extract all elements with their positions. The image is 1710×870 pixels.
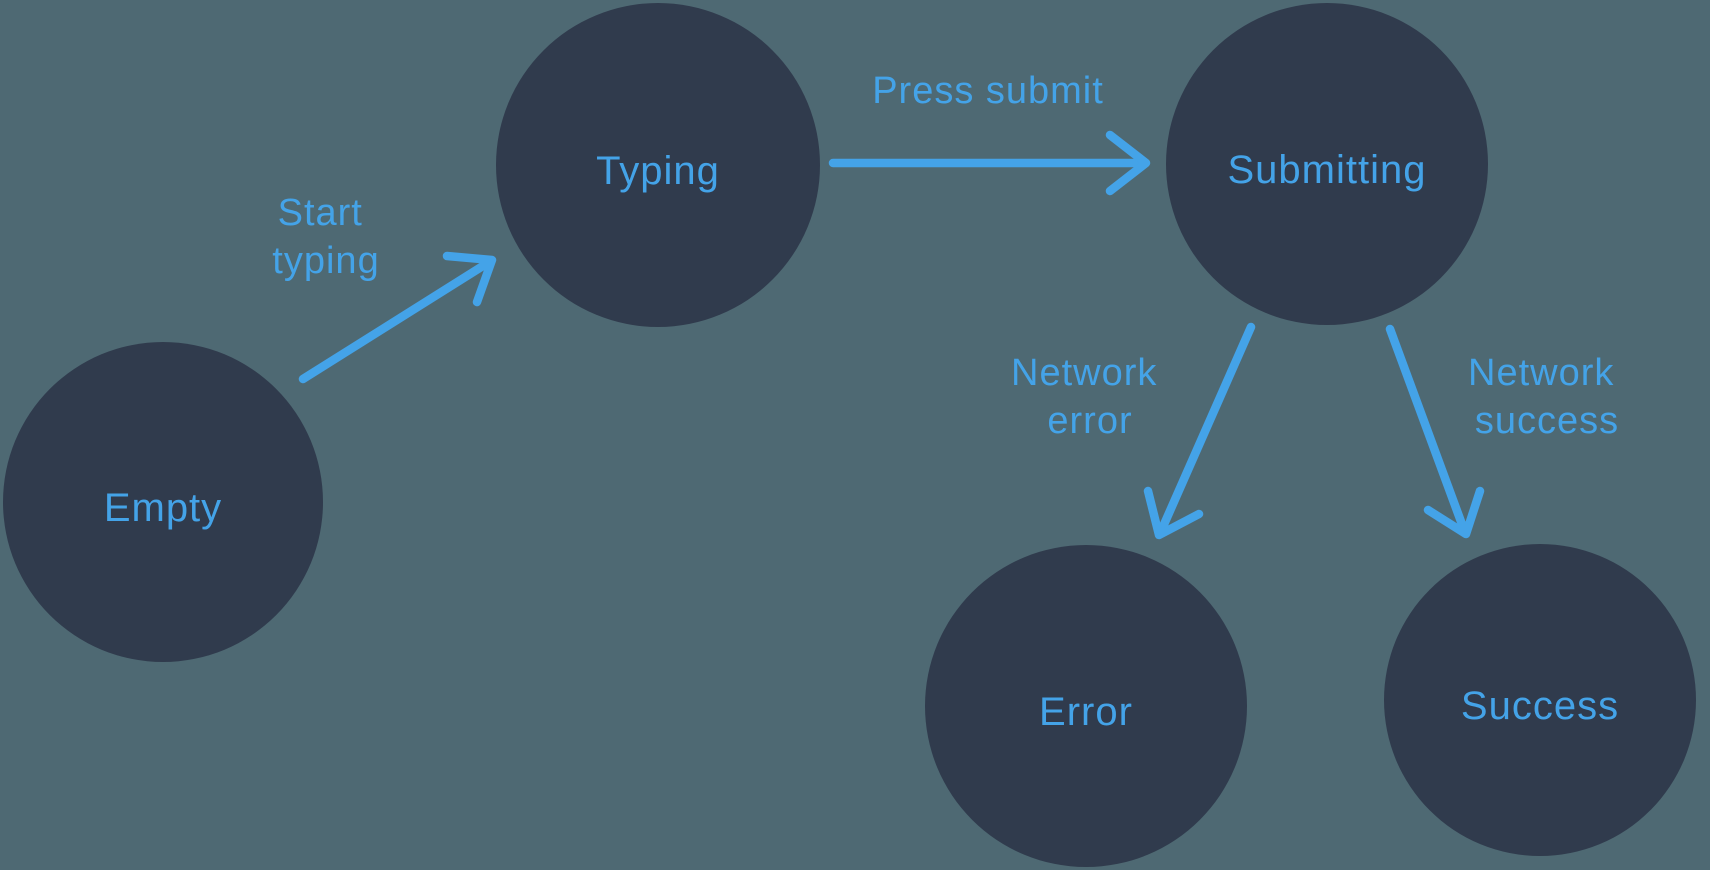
state-node-success: Success [1384,544,1696,856]
edge-typing-to-submitting: Press submit [828,70,1151,196]
edge-label-press-submit: Press submit [872,70,1104,112]
state-label: Typing [596,149,720,193]
state-node-submitting: Submitting [1166,3,1488,325]
edge-empty-to-typing: Start typing [272,192,497,384]
edge-label-network-error: Network error [1011,352,1169,442]
state-circle [3,342,323,662]
state-circle [496,3,820,327]
state-node-empty: Empty [3,342,323,662]
state-label: Empty [104,486,222,530]
arrowhead-icon [1143,486,1204,540]
edge-label-network-success: Network success [1468,352,1626,442]
edge-line [1157,322,1256,534]
state-node-typing: Typing [496,3,820,327]
state-label: Success [1461,684,1619,728]
arrowhead-icon [442,251,497,307]
edge-submitting-to-error: Network error [1011,322,1256,540]
edge-submitting-to-success: Network success [1385,324,1626,539]
state-circle [1384,544,1696,856]
state-circle [925,545,1247,867]
state-label: Submitting [1228,148,1427,192]
edge-label-start-typing: Start typing [272,192,379,282]
state-label: Error [1039,690,1133,734]
arrowhead-icon [1105,130,1151,196]
arrowhead-icon [1423,486,1485,539]
edge-line [298,259,491,384]
edge-line [1385,324,1468,532]
state-node-error: Error [925,545,1247,867]
state-circle [1166,3,1488,325]
